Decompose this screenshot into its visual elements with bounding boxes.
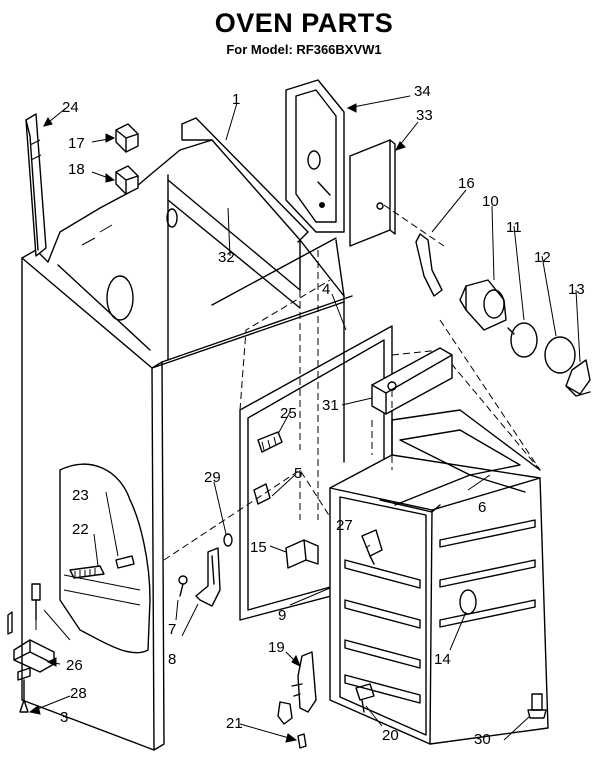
lamp-assembly — [415, 233, 591, 471]
callout-18: 18 — [68, 161, 85, 178]
callout-4: 4 — [322, 281, 330, 298]
callout-7: 7 — [168, 621, 176, 638]
callout-14: 14 — [434, 651, 451, 668]
callout-11: 11 — [506, 219, 522, 236]
bracket-26 — [13, 639, 55, 673]
leader-lines — [28, 95, 581, 743]
callout-23: 23 — [72, 487, 89, 504]
callout-19: 19 — [268, 639, 285, 656]
callout-12: 12 — [534, 249, 551, 266]
part-17-clip — [115, 123, 139, 153]
cabinet-body — [21, 117, 353, 751]
model-subtitle: For Model: RF366BXVW1 — [226, 42, 382, 57]
callout-13: 13 — [568, 281, 585, 298]
callout-26: 26 — [66, 657, 83, 674]
foot-30 — [527, 693, 547, 719]
page-title: OVEN PARTS — [214, 8, 394, 38]
callout-29: 29 — [204, 469, 221, 486]
callout-25: 25 — [280, 405, 297, 422]
leveler-28 — [7, 611, 31, 713]
callout-17: 17 — [68, 135, 85, 152]
hinge-19 — [291, 651, 317, 713]
callout-15: 15 — [250, 539, 267, 556]
callout-27: 27 — [336, 517, 353, 534]
pin-21 — [277, 701, 307, 749]
part-24-strip — [25, 113, 47, 257]
screw-20 — [355, 683, 375, 713]
callout-20: 20 — [382, 727, 399, 744]
callout-32: 32 — [218, 249, 235, 266]
callout-labels: 1 3 4 5 6 7 8 9 10 11 12 13 14 15 16 17 … — [60, 83, 585, 748]
oven-liner — [329, 349, 549, 745]
callout-21: 21 — [226, 715, 243, 732]
callout-30: 30 — [474, 731, 491, 748]
leg-part-3 — [31, 583, 41, 621]
panel-34 — [285, 79, 345, 233]
screw-7 — [178, 575, 188, 597]
igniter-22 — [69, 555, 135, 579]
bracket-27 — [361, 529, 383, 565]
callout-1: 1 — [232, 91, 240, 108]
callout-6: 6 — [478, 499, 486, 516]
callout-16: 16 — [458, 175, 475, 192]
grommet-29 — [223, 533, 233, 547]
callout-24: 24 — [62, 99, 79, 116]
panel-33 — [349, 139, 445, 247]
callout-5: 5 — [294, 465, 302, 482]
callout-3: 3 — [60, 709, 68, 726]
bracket-15 — [285, 539, 319, 569]
callout-31: 31 — [322, 397, 339, 414]
clip-5 — [253, 483, 271, 505]
callout-33: 33 — [416, 107, 433, 124]
part-18-clip — [115, 165, 139, 195]
callout-8: 8 — [168, 651, 176, 668]
callout-28: 28 — [70, 685, 87, 702]
callout-22: 22 — [72, 521, 89, 538]
callout-34: 34 — [414, 83, 431, 100]
callout-10: 10 — [482, 193, 499, 210]
bracket-31 — [371, 347, 453, 470]
sensor-25 — [257, 431, 283, 453]
bracket-8 — [195, 547, 221, 607]
callout-9: 9 — [278, 607, 286, 624]
